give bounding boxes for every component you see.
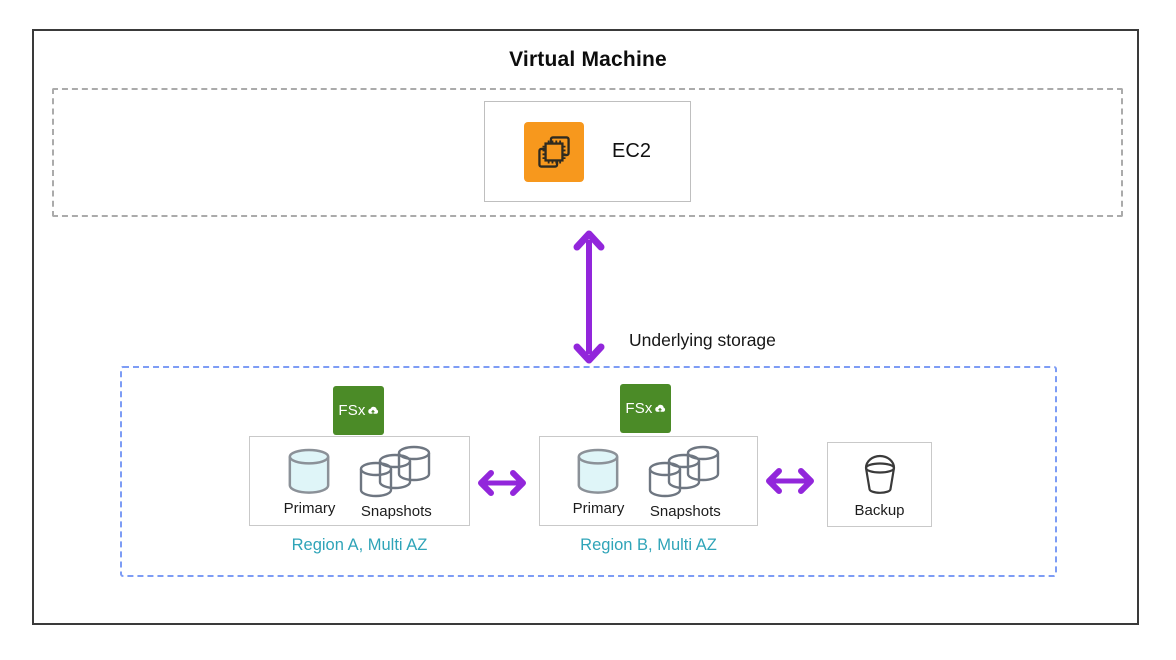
ec2-icon (524, 121, 585, 182)
region-a-node: Primary Snapshots (249, 436, 470, 526)
virtual-machine-boundary (52, 88, 1123, 217)
primary-stack: Primary (283, 447, 336, 517)
backup-node: Backup (827, 442, 932, 527)
fsx-icon-label: FSx (625, 400, 653, 417)
fsx-cloud-ornament-icon (367, 406, 378, 415)
fsx-icon-label: FSx (338, 402, 366, 419)
ec2-label: EC2 (612, 140, 651, 162)
fsx-icon: FSx (620, 384, 671, 433)
primary-label: Primary (572, 499, 625, 517)
fsx-cloud-ornament-icon (654, 404, 665, 413)
region-a-caption: Region A, Multi AZ (291, 536, 428, 554)
region-a-b-arrow (477, 467, 527, 504)
primary-label: Primary (283, 499, 336, 517)
snapshots-icon (649, 445, 720, 497)
primary-volume-icon (289, 448, 330, 494)
region-b-node: Primary Snapshots (539, 436, 758, 526)
fsx-icon: FSx (333, 386, 384, 435)
backup-bucket-icon (864, 454, 895, 494)
snapshots-label: Snapshots (649, 502, 721, 520)
ec2-node: EC2 (484, 101, 691, 202)
backup-label: Backup (854, 501, 905, 519)
underlying-storage-boundary (120, 366, 1057, 577)
snapshots-stack: Snapshots (646, 444, 724, 519)
underlying-storage-label: Underlying storage (629, 330, 776, 350)
snapshots-label: Snapshots (360, 502, 432, 520)
snapshots-stack: Snapshots (357, 444, 435, 519)
region-b-caption: Region B, Multi AZ (580, 536, 717, 554)
virtual-machine-title: Virtual Machine (509, 48, 667, 71)
primary-volume-icon (578, 448, 619, 494)
snapshots-icon (360, 445, 431, 497)
primary-stack: Primary (572, 447, 625, 517)
region-b-backup-arrow (765, 465, 815, 502)
vm-storage-arrow (573, 230, 605, 369)
